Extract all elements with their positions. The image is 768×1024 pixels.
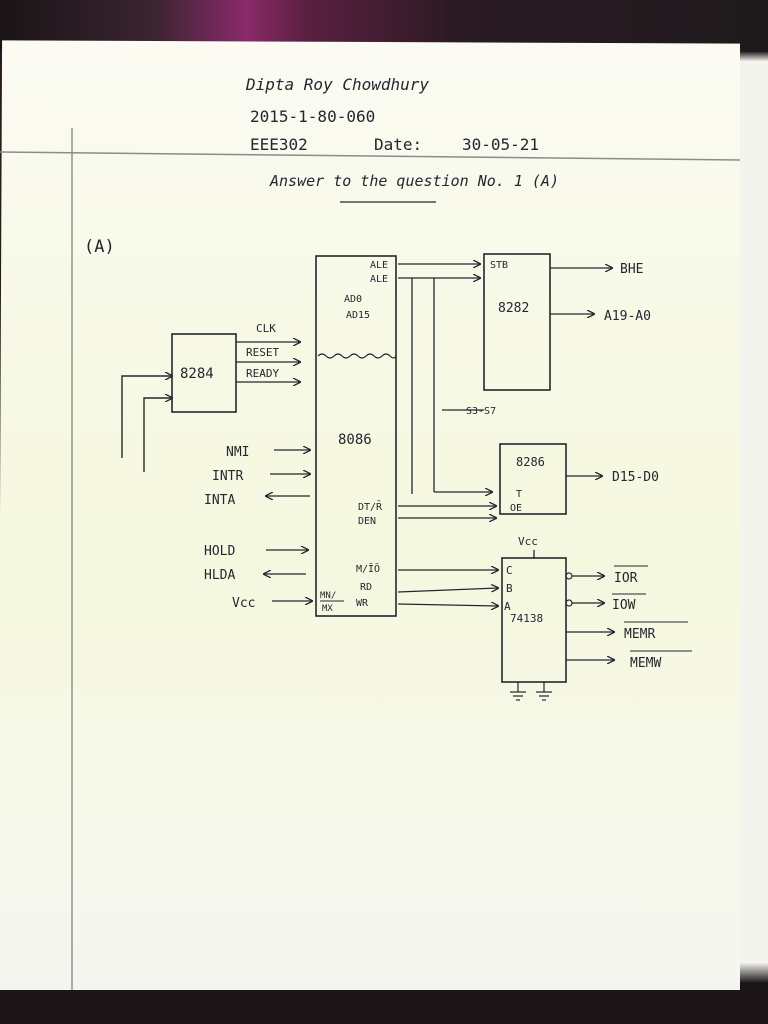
course-code: EEE302 <box>250 135 308 154</box>
header-rule-line <box>0 151 741 161</box>
memr-label: MEMR <box>624 627 655 642</box>
wr-to-decoder <box>397 604 498 606</box>
date-label: Date: <box>374 135 422 154</box>
cpu-split-line <box>317 353 397 359</box>
student-roll: 2015-1-80-060 <box>250 107 375 126</box>
hlda-label: HLDA <box>204 568 235 583</box>
ground-symbols <box>510 682 552 701</box>
pin-mnmx-bottom: MX <box>322 604 333 614</box>
background-bottom <box>0 990 768 1024</box>
student-name: Dipta Roy Chowdhury <box>245 75 429 94</box>
memw-label: MEMW <box>630 656 661 671</box>
intr-label: INTR <box>212 469 243 484</box>
pin-dtr: DT/R̄ <box>358 500 383 513</box>
answer-title: Answer to the question No. 1 (A) <box>269 172 559 190</box>
chip-8286-box <box>499 443 567 515</box>
vcc-label: Vcc <box>232 596 255 611</box>
pin-rd: RD <box>360 582 372 593</box>
inta-label: INTA <box>204 493 235 508</box>
ready-label: READY <box>246 367 279 380</box>
pin-ad0: AD0 <box>344 294 362 305</box>
clk-label: CLK <box>256 322 276 335</box>
chip-8282-label: 8282 <box>498 301 529 316</box>
status-bus-label: S3-S7 <box>466 406 496 417</box>
pin-ale-2: ALE <box>370 274 388 285</box>
decoder-pin-b: B <box>506 582 513 595</box>
background-right <box>740 0 768 1024</box>
chip-8086-box <box>315 255 397 617</box>
iow-label: IOW <box>612 598 636 613</box>
decoder-pin-c: C <box>506 564 513 577</box>
date-value: 30-05-21 <box>462 135 539 154</box>
ior-bubble <box>565 572 573 580</box>
section-label: (A) <box>84 237 115 257</box>
reset-label: RESET <box>246 346 279 359</box>
hold-label: HOLD <box>204 544 235 559</box>
transceiver-oe-pin: OE <box>510 503 522 514</box>
bhe-label: BHE <box>620 262 643 277</box>
chip-8284-label: 8284 <box>180 366 214 382</box>
latch-stb-label: STB <box>490 260 508 271</box>
nmi-label: NMI <box>226 445 249 460</box>
address-label: A19-A0 <box>604 309 651 324</box>
pin-ad15: AD15 <box>346 310 370 321</box>
clock-input-1 <box>121 376 172 458</box>
chip-8086-label: 8086 <box>338 432 372 448</box>
pin-mnmx-top: MN/ <box>320 591 336 601</box>
transceiver-t-pin: T <box>516 489 522 500</box>
rd-to-decoder <box>397 588 498 593</box>
pin-mio: M/ĪŌ <box>356 562 380 575</box>
decoder-pin-a: A <box>504 600 511 613</box>
data-out-label: D15-D0 <box>612 470 659 485</box>
pin-den: DEN <box>358 516 376 527</box>
chip-8286-label: 8286 <box>516 455 545 469</box>
clock-input-2 <box>143 398 172 472</box>
decoder-vcc-label: Vcc <box>518 535 538 548</box>
chip-8282-box <box>483 253 551 391</box>
iow-bubble <box>565 599 573 607</box>
ior-label: IOR <box>614 571 638 586</box>
pin-wr: WR <box>356 598 369 609</box>
chip-74138-label: 74138 <box>510 612 543 625</box>
pin-ale: ALE <box>370 260 388 271</box>
